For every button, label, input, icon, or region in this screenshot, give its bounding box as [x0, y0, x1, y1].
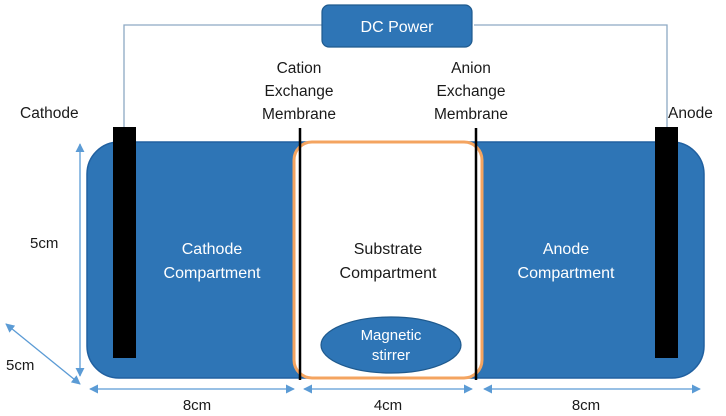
substrate-width-label: 4cm [374, 397, 402, 414]
dc-power-box: DC Power [321, 4, 473, 48]
anion-membrane-line-1: Anion [451, 60, 491, 77]
cathode-electrode [113, 127, 136, 358]
anode-electrode [655, 127, 678, 358]
substrate-compartment [292, 140, 484, 380]
power-wire-left [123, 24, 322, 128]
cathode-compartment-line-2: Compartment [164, 265, 261, 282]
depth-dimension-line [5, 323, 81, 385]
anion-membrane-line-2: Exchange [437, 83, 506, 100]
magnetic-stirrer: Magnetic stirrer [320, 316, 462, 374]
anode-compartment-line-1: Anode [543, 241, 589, 258]
anion-membrane-line-3: Membrane [434, 106, 508, 123]
depth-label: 5cm [6, 357, 34, 374]
stirrer-line-2: stirrer [372, 347, 410, 364]
dc-power-label: DC Power [361, 19, 435, 36]
cathode-label: Cathode [20, 105, 79, 122]
substrate-compartment-line-2: Compartment [340, 265, 437, 282]
power-wire-right [474, 24, 668, 128]
cation-membrane-line-2: Exchange [265, 83, 334, 100]
substrate-compartment-line-1: Substrate [354, 241, 423, 258]
cathode-width-label: 8cm [183, 397, 211, 414]
anode-compartment-line-2: Compartment [518, 265, 615, 282]
cation-membrane-line-1: Cation [277, 60, 322, 77]
cation-membrane-line-3: Membrane [262, 106, 336, 123]
anode-width-label: 8cm [572, 397, 600, 414]
cathode-compartment-line-1: Cathode [182, 241, 243, 258]
height-label: 5cm [30, 235, 58, 252]
stirrer-line-1: Magnetic [361, 327, 422, 344]
anode-label: Anode [668, 105, 713, 122]
